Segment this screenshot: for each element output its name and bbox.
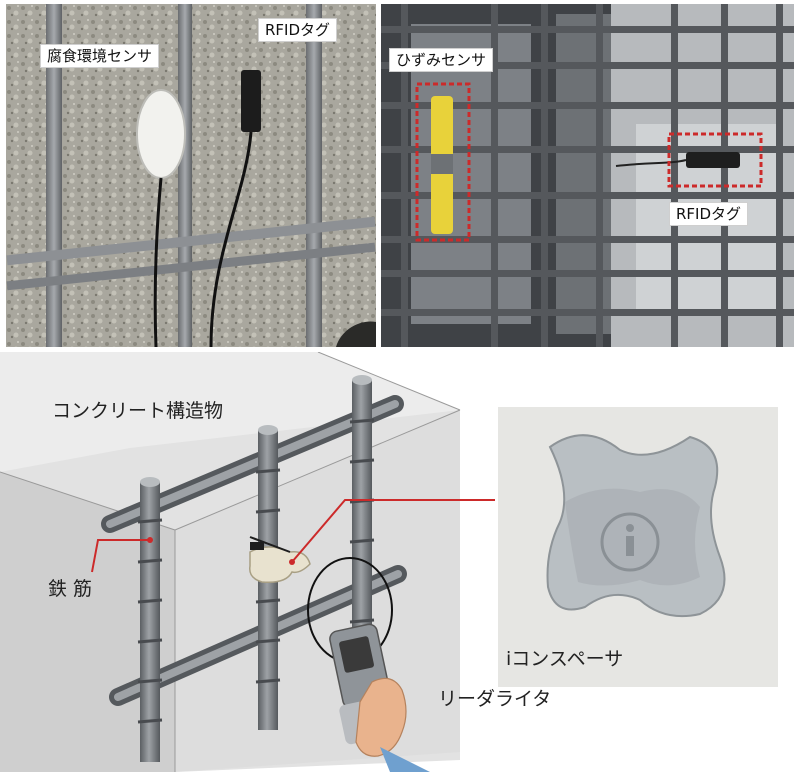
photo-strain-sensor: ひずみセンサ RFIDタグ <box>381 4 794 347</box>
spacer-label: iコンスペーサ <box>506 648 624 670</box>
photo-corrosion-sensor-image <box>6 4 376 347</box>
photo-corrosion-sensor: 腐食環境センサ RFIDタグ <box>6 4 376 347</box>
rebar-vertical <box>178 4 192 347</box>
rebar-vertical <box>46 4 62 347</box>
concrete-structure-label: コンクリート構造物 <box>52 400 224 422</box>
rebar-horizontal <box>6 216 376 266</box>
rfid-tag-device <box>241 70 261 132</box>
rebar-horizontal <box>6 242 376 291</box>
rebar-vertical-left <box>140 482 160 762</box>
reader-writer-device <box>329 623 430 772</box>
reader-writer-label: リーダライタ <box>438 688 552 710</box>
rebar-label: 鉄 筋 <box>48 578 93 600</box>
rfid-tag-device-right <box>686 152 740 168</box>
corrosion-sensor-device <box>136 89 186 179</box>
rebar-vertical <box>306 4 322 347</box>
rfid-tag-label-left: RFIDタグ <box>258 18 338 42</box>
spacer-leader-line <box>291 499 495 563</box>
spacer-photo <box>546 434 726 618</box>
corrosion-sensor-label: 腐食環境センサ <box>40 44 160 68</box>
rfid-tag-label-right: RFIDタグ <box>669 202 749 226</box>
rebar-grid <box>381 4 794 347</box>
spacer-logo-icon <box>600 512 660 572</box>
concrete-structure-illustration <box>0 352 778 772</box>
strain-sensor-highlight <box>415 82 471 242</box>
sensor-cable <box>153 177 163 347</box>
strain-sensor-label: ひずみセンサ <box>389 48 494 72</box>
rebar-vertical-right <box>352 380 372 690</box>
rebar-leader-line <box>91 539 150 573</box>
hand-holding-reader <box>355 677 407 757</box>
concrete-structure-diagram: コンクリート構造物 鉄 筋 iコンスペーサ リーダライタ <box>0 352 800 772</box>
rfid-cable <box>209 131 253 347</box>
